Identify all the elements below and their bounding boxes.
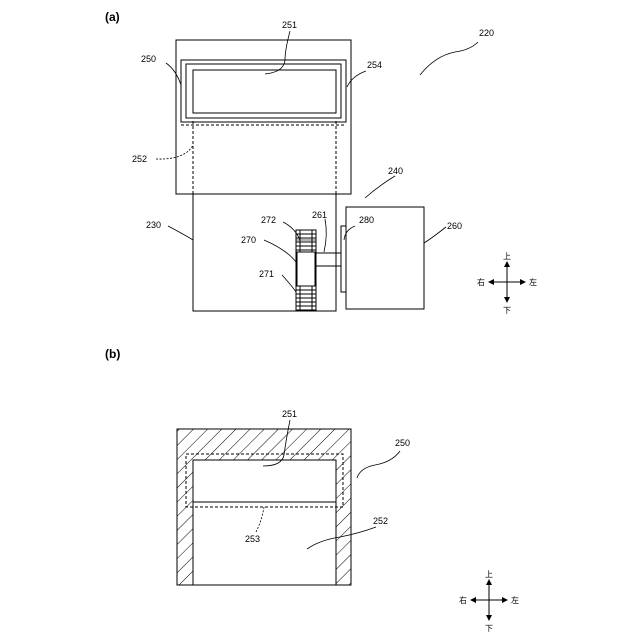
ref-280: 280 (359, 215, 374, 225)
compass-a: 上 下 右 左 (477, 252, 537, 315)
compass-left-b: 左 (511, 595, 519, 605)
ref-220: 220 (479, 28, 494, 38)
gear-teeth-271 (296, 286, 316, 311)
panel-a-label: (a) (105, 10, 120, 24)
leader-270 (264, 240, 296, 262)
compass-b: 上 下 右 左 (459, 570, 519, 633)
leader-254 (347, 71, 366, 87)
gear-hub (297, 252, 315, 286)
ref-230: 230 (146, 220, 161, 230)
ref-250-b: 250 (395, 438, 410, 448)
compass-down-a: 下 (503, 306, 511, 315)
leader-250 (166, 63, 181, 85)
gear-teeth-272 (296, 240, 316, 246)
ref-261: 261 (312, 210, 327, 220)
ref-260: 260 (447, 221, 462, 231)
compass-up-b: 上 (485, 570, 493, 579)
ref-254: 254 (367, 60, 382, 70)
leader-220 (420, 42, 478, 75)
ref-270: 270 (241, 235, 256, 245)
leader-251 (265, 31, 290, 74)
leader-250-b (357, 451, 400, 478)
ref-252-b: 252 (373, 516, 388, 526)
window-251 (193, 70, 336, 113)
compass-right-b: 右 (459, 595, 467, 605)
panel-b-label: (b) (105, 347, 120, 361)
leader-260 (424, 227, 446, 243)
ref-251-b: 251 (282, 409, 297, 419)
ref-271: 271 (259, 269, 274, 279)
leader-230 (168, 226, 193, 240)
compass-down-b: 下 (485, 624, 493, 633)
ref-252-a: 252 (132, 154, 147, 164)
ref-240: 240 (388, 166, 403, 176)
leader-271 (282, 275, 296, 292)
compass-right-a: 右 (477, 277, 485, 287)
leader-253 (256, 507, 264, 532)
ref-250-a: 250 (141, 54, 156, 64)
leader-261 (324, 219, 326, 252)
shaft-261 (316, 253, 341, 266)
ref-253: 253 (245, 534, 260, 544)
housing-250 (176, 40, 351, 194)
leader-240 (365, 176, 395, 198)
motor-260 (346, 207, 424, 309)
compass-left-a: 左 (529, 277, 537, 287)
ref-251-a: 251 (282, 20, 297, 30)
window-frame-254 (186, 64, 341, 118)
ref-272: 272 (261, 215, 276, 225)
compass-up-a: 上 (503, 252, 511, 261)
leader-252 (156, 145, 193, 159)
